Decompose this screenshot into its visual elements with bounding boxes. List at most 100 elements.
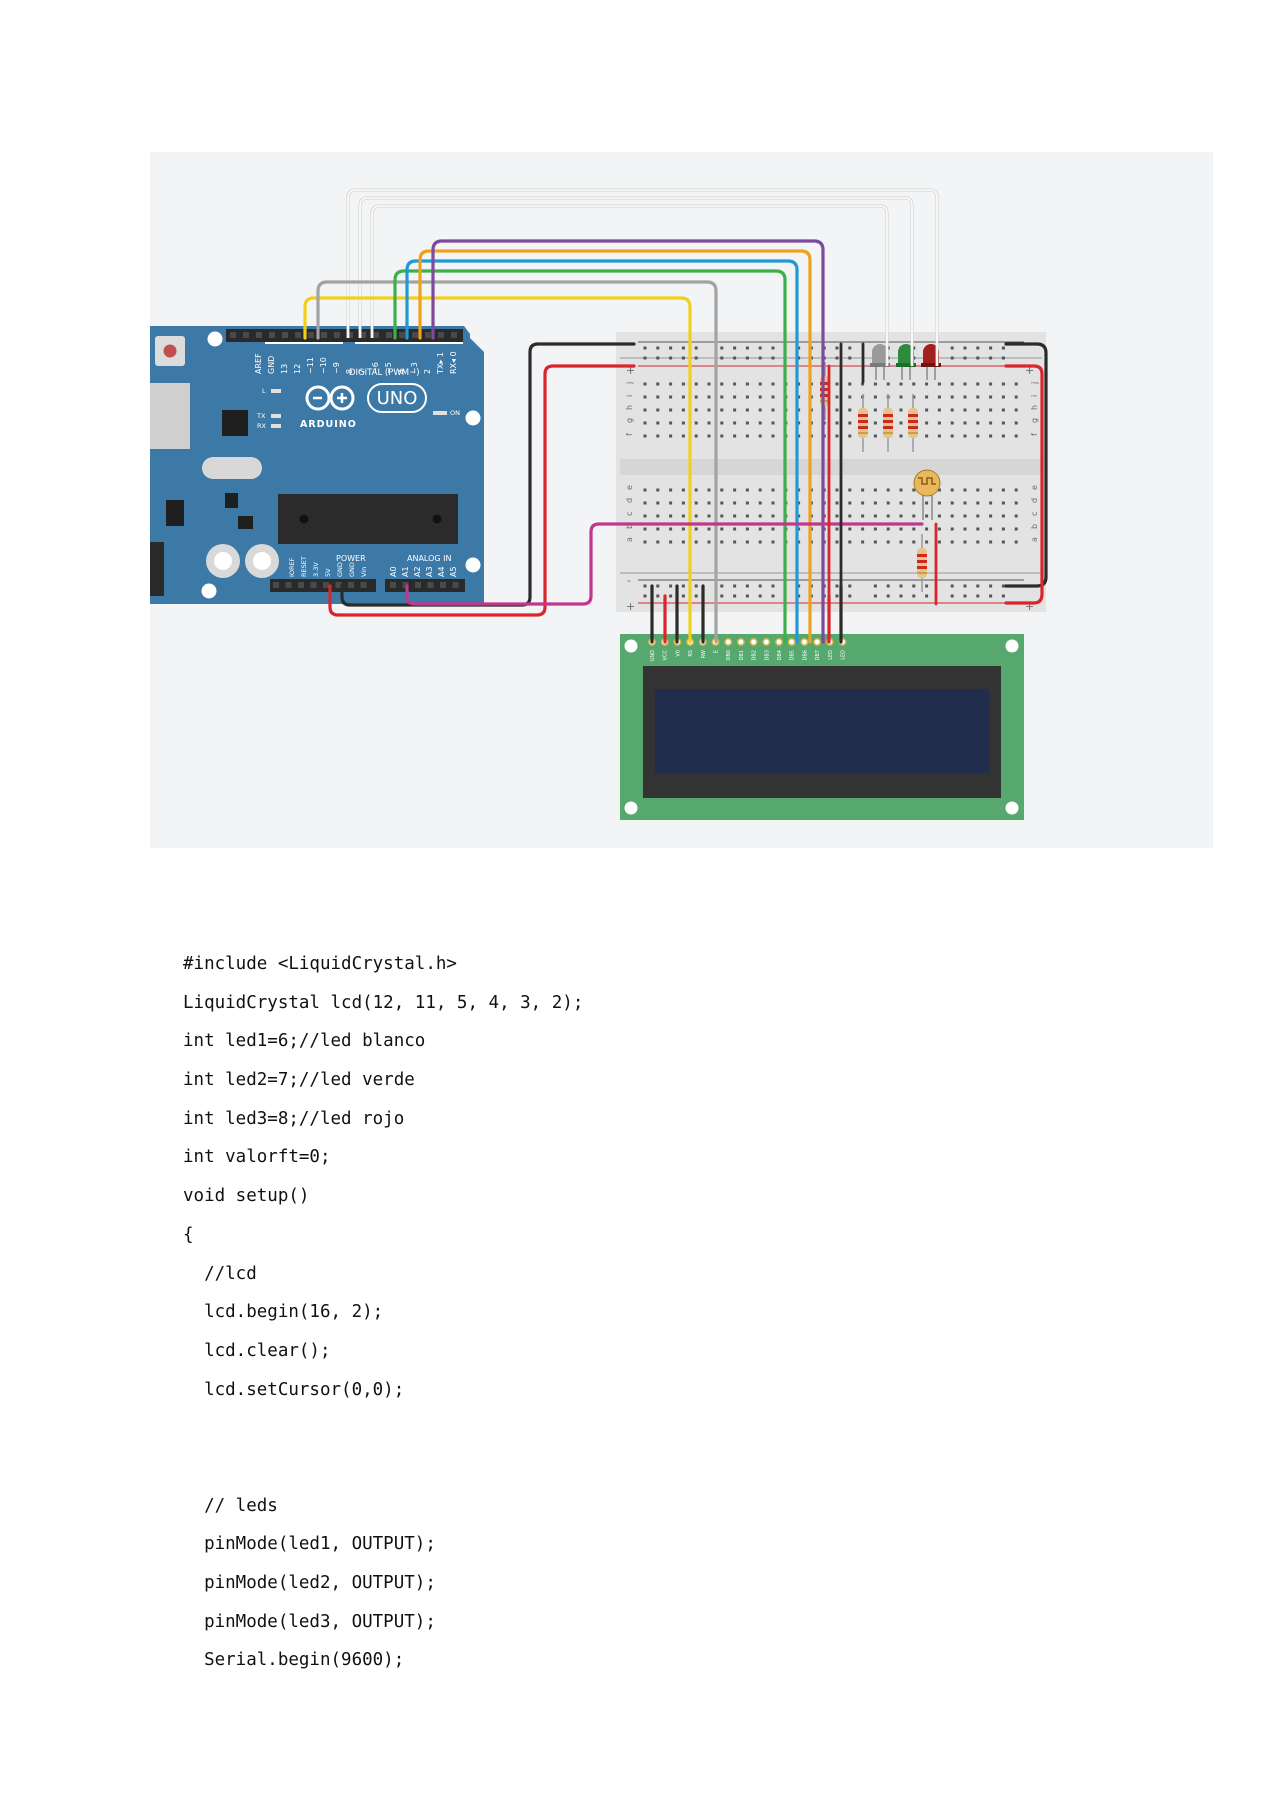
pin-label: A0 [389, 566, 398, 577]
pin-label: A1 [401, 566, 410, 577]
breadboard-row-letter: g [1030, 418, 1039, 423]
pin-label: GND [348, 562, 356, 577]
code-line: pinMode(led1, OUTPUT); [183, 1534, 436, 1555]
wire-pin3-lcd-db6 [418, 249, 812, 644]
wire-pin11-lcd-e [316, 280, 718, 644]
pin-label: RESET [300, 556, 308, 577]
pin-label: ~11 [306, 357, 315, 374]
breadboard-row-letter: c [1030, 512, 1039, 516]
code-line: Serial.begin(9600); [183, 1650, 405, 1671]
rail-plus-left-top: + [626, 364, 635, 377]
pin-label: A2 [413, 566, 422, 577]
breadboard-row-letter: d [1030, 498, 1039, 503]
pin-label: 8 [345, 369, 354, 374]
resistor-led-white [858, 394, 868, 452]
code-line: int led3=8;//led rojo [183, 1108, 405, 1129]
digital-header-label: DIGITAL (PWM~) [349, 368, 420, 378]
code-line: lcd.begin(16, 2); [183, 1302, 384, 1323]
pin-label: ~3 [410, 362, 419, 374]
code-line: { [183, 1224, 194, 1245]
code-line: #include <LiquidCrystal.h> [183, 954, 457, 974]
pin-label: AREF [254, 353, 263, 374]
code-line: void setup() [183, 1186, 310, 1207]
rail-plus-right-bottom: + [1025, 600, 1034, 613]
lcd-pin-label: DB4 [777, 650, 783, 660]
code-line: int led2=7;//led verde [183, 1070, 415, 1091]
code-line: LiquidCrystal lcd(12, 11, 5, 4, 3, 2); [183, 992, 584, 1013]
lcd-pin-label: VCC [663, 649, 669, 660]
usb-port [150, 383, 190, 449]
code-line: lcd.clear(); [183, 1340, 331, 1361]
pin-label: IOREF [288, 557, 296, 577]
code-line: //lcd [183, 1263, 257, 1284]
resistor-led-green [883, 394, 893, 452]
pin-label: GND [336, 562, 344, 577]
breadboard-row-letter: e [1030, 485, 1039, 490]
led-label-on: ON [450, 409, 460, 417]
pin-label: A4 [437, 566, 446, 577]
wire-pin5-lcd-db4 [393, 269, 787, 644]
led-red [921, 344, 941, 380]
wire-pin2-lcd-db7 [431, 239, 825, 644]
lcd-pin-label: LED [828, 650, 834, 660]
uno-badge [367, 383, 427, 413]
code-line: lcd.setCursor(0,0); [183, 1379, 405, 1400]
lcd-pin-label: DB1 [739, 650, 745, 660]
lcd-pin-label: DB6 [802, 650, 808, 660]
led-green [896, 344, 916, 380]
lcd-screen [655, 689, 989, 773]
lcd-pin-label: GND [650, 650, 656, 662]
code-line: int valorft=0; [183, 1147, 331, 1168]
breadboard-row-letter: f [1030, 433, 1039, 436]
rail-plus-left-bottom: + [626, 600, 635, 613]
pin-label: ~5 [384, 362, 393, 374]
lcd-pin-label: DB7 [815, 650, 821, 660]
wire-a0-photoresistor [405, 522, 924, 606]
code-line: // leds [183, 1495, 278, 1516]
pin-label: RX◂ 0 [449, 351, 458, 374]
code-line: int led1=6;//led blanco [183, 1031, 426, 1052]
breadboard-row-letter: i [1030, 395, 1039, 397]
led-label-tx: TX [256, 412, 266, 420]
breadboard-row-letter: j [1030, 382, 1039, 385]
pin-label: 2 [423, 369, 432, 374]
breadboard-row-letter: j [625, 382, 634, 385]
code-line: pinMode(led3, OUTPUT); [183, 1611, 436, 1632]
rail-plus-right-top: + [1025, 364, 1034, 377]
resistor-led-red [908, 394, 918, 452]
board-led-labels: L TX RX ON [256, 387, 460, 430]
pin-label: 13 [280, 364, 289, 374]
resistor-photoresistor [917, 534, 927, 592]
breadboard-row-letter: a [625, 537, 634, 542]
circuit-diagram: UNO ARDUINO DIGITAL (PWM~) POWER ANALOG … [150, 152, 1213, 848]
wire-pin12-lcd-rs [303, 296, 692, 644]
code-line [183, 1409, 583, 1448]
code-line [183, 1448, 583, 1487]
led-label-rx: RX [257, 422, 267, 430]
uno-label: UNO [377, 388, 418, 409]
pin-label: ~9 [332, 362, 341, 374]
pin-label: 7 [358, 369, 367, 374]
wire-pin4-lcd-db5 [405, 259, 799, 644]
breadboard-row-letter: e [625, 485, 634, 490]
breadboard-row-letter: d [625, 498, 634, 503]
pin-label: ~6 [371, 362, 380, 374]
breadboard-row-letter: i [625, 395, 634, 397]
pin-label: A3 [425, 566, 434, 577]
pin-label: TX▸ 1 [436, 352, 445, 375]
pin-label: GND [267, 356, 276, 374]
arduino-logo [305, 385, 355, 411]
led-label-l: L [262, 387, 266, 395]
code-listing: #include <LiquidCrystal.h> LiquidCrystal … [183, 945, 583, 1680]
pin-label: A5 [449, 566, 458, 577]
pin-label: 4 [397, 369, 406, 374]
breadboard-row-letter: g [625, 418, 634, 423]
wire-5v-rail [328, 364, 636, 617]
code-line: pinMode(led2, OUTPUT); [183, 1573, 436, 1593]
led-white [870, 344, 890, 380]
breadboard-row-letter: b [625, 524, 634, 529]
lcd-pin-label: DB0 [726, 650, 732, 660]
